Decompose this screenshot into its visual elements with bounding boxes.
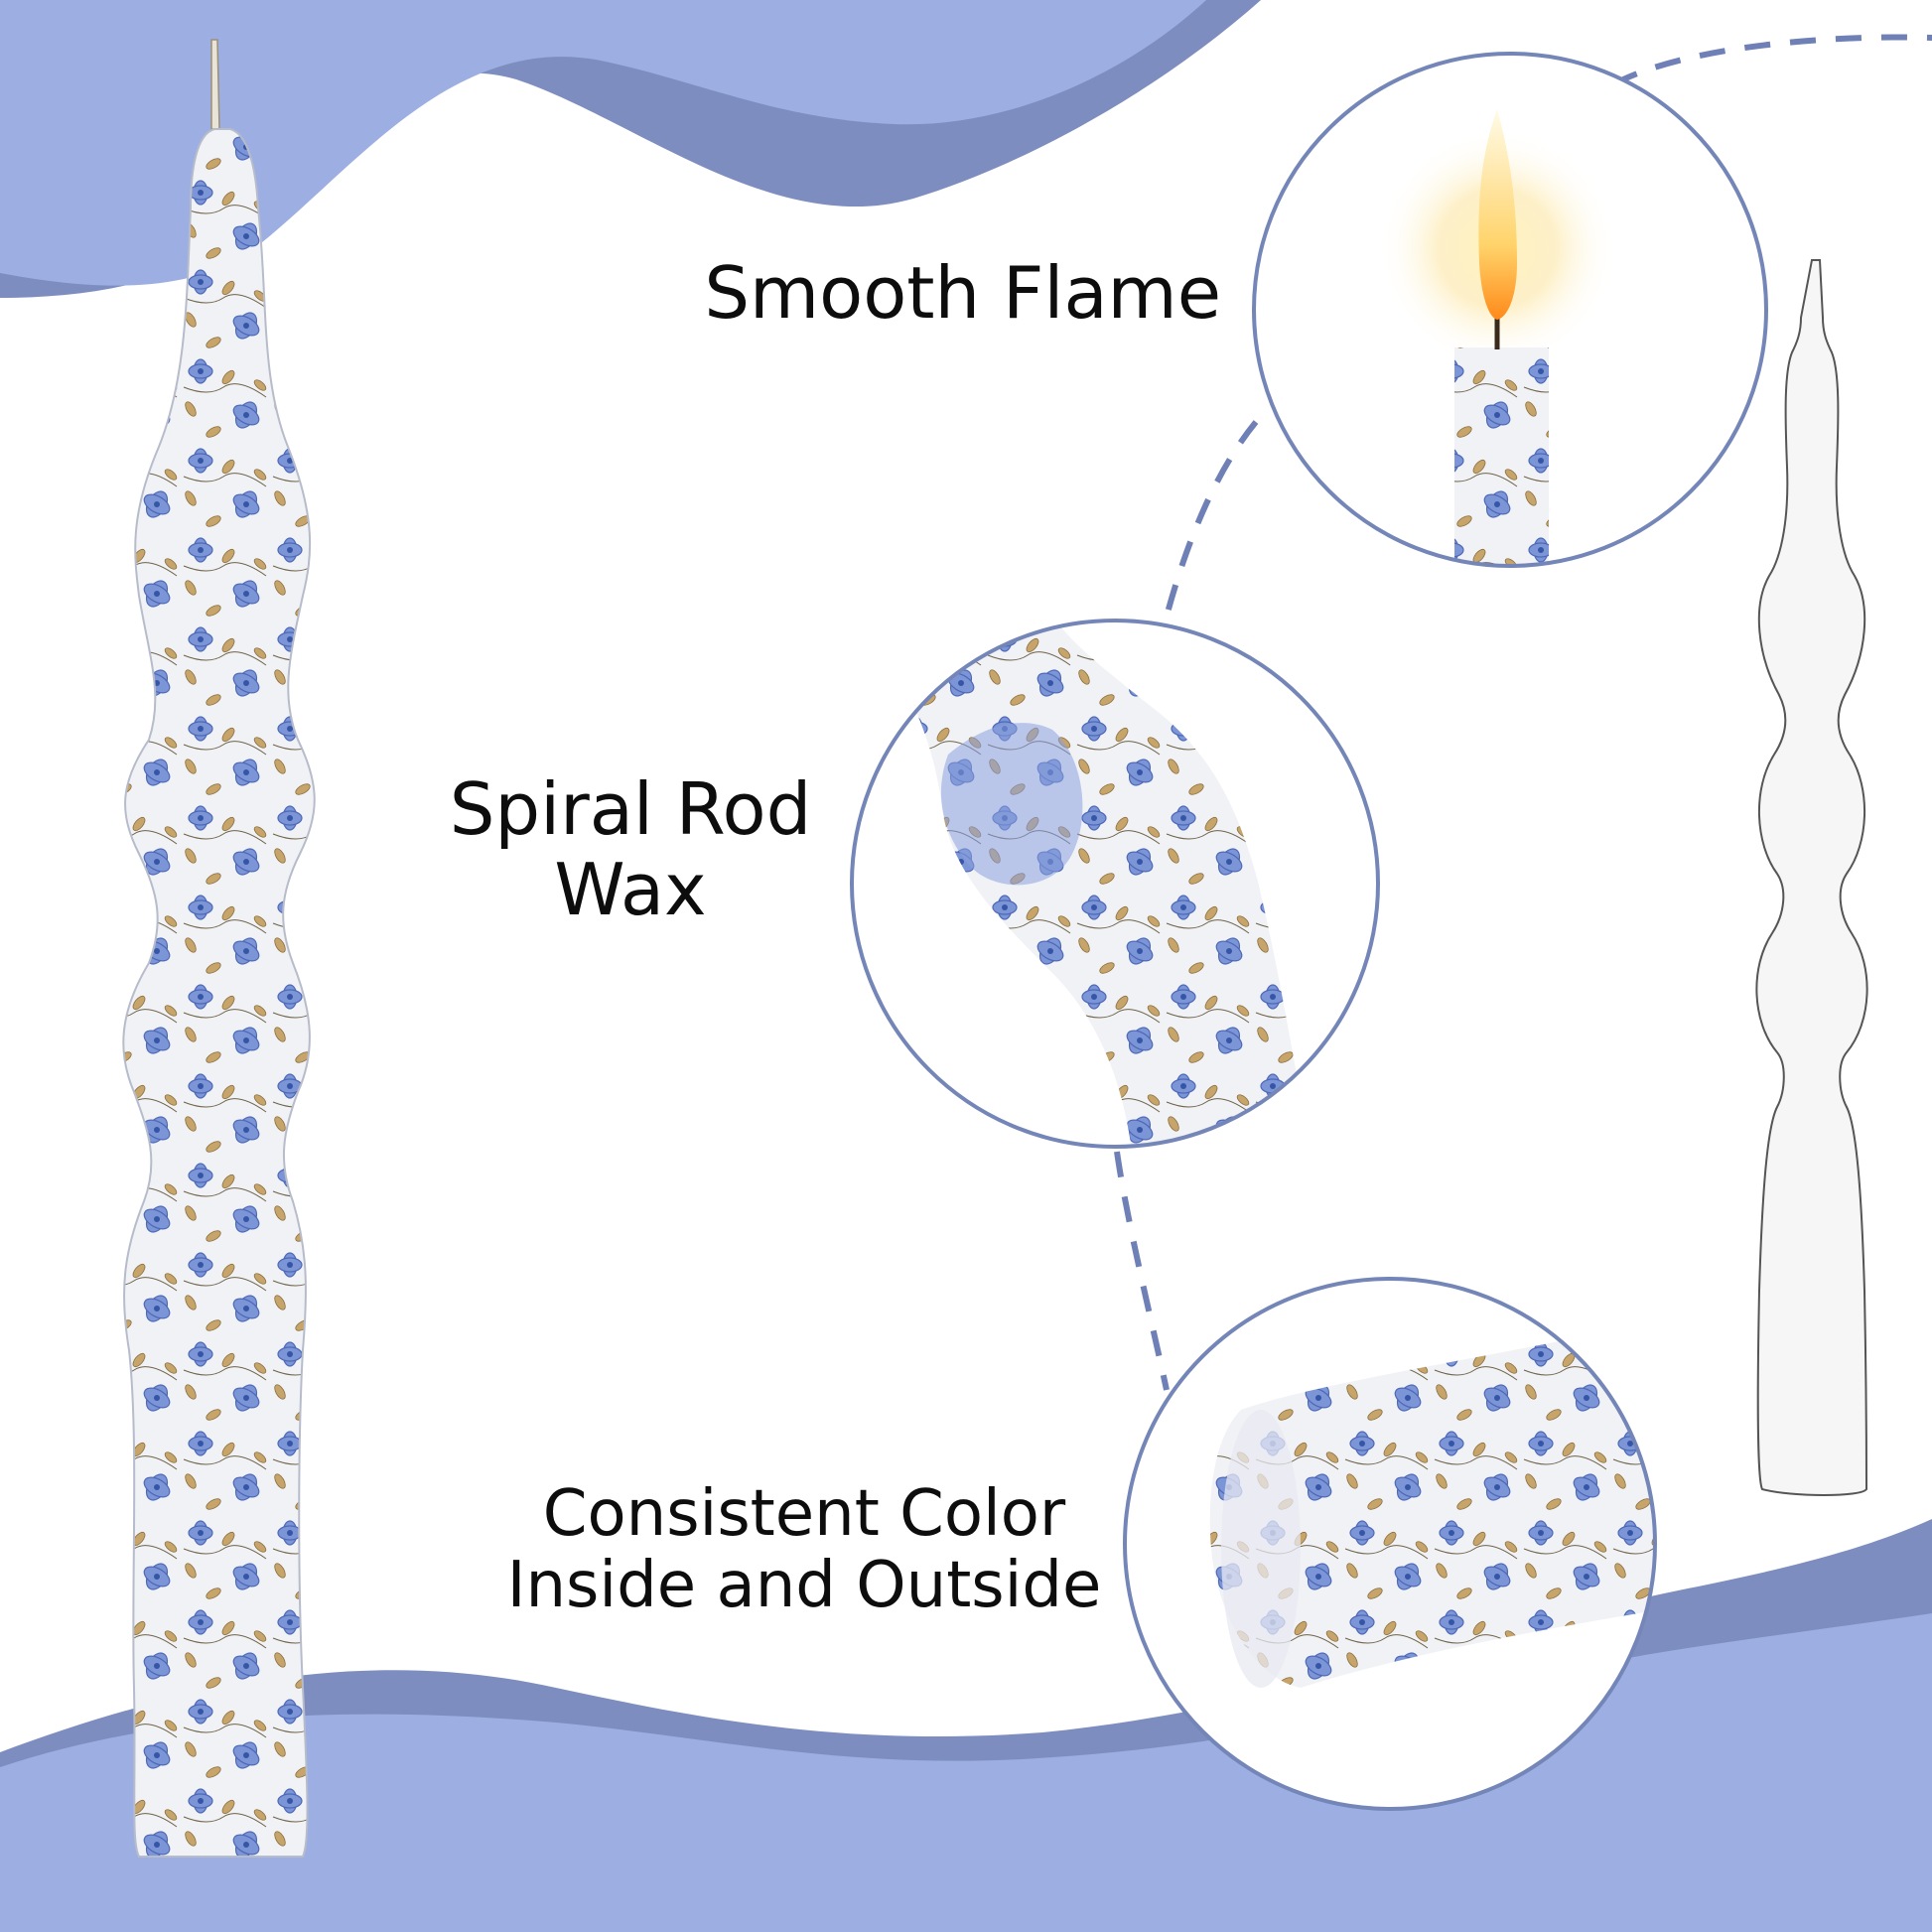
- color-label-line1: Consistent Color: [542, 1477, 1066, 1551]
- patterned-candle-image: [122, 39, 316, 1858]
- smooth-flame-text: Smooth Flame: [704, 251, 1221, 335]
- candle-outline-icon: [1755, 259, 1868, 1496]
- flame-icon: [1478, 109, 1517, 320]
- consistent-color-label: Consistent Color Inside and Outside: [477, 1477, 1132, 1622]
- bottom-wave-decoration: [0, 1519, 1932, 1932]
- dashed-connector: [1114, 34, 1932, 1391]
- flame-detail-circle: [1252, 52, 1768, 568]
- cross-section-detail-circle: [1123, 1277, 1657, 1811]
- spiral-label-line1: Spiral Rod: [449, 767, 812, 851]
- color-label-line2: Inside and Outside: [506, 1548, 1102, 1622]
- spiral-detail-circle: [850, 619, 1380, 1149]
- smooth-flame-label: Smooth Flame: [645, 253, 1221, 334]
- spiral-label-line2: Wax: [554, 847, 707, 931]
- spiral-rod-wax-label: Spiral Rod Wax: [417, 769, 844, 929]
- top-wave-decoration: [0, 0, 1261, 298]
